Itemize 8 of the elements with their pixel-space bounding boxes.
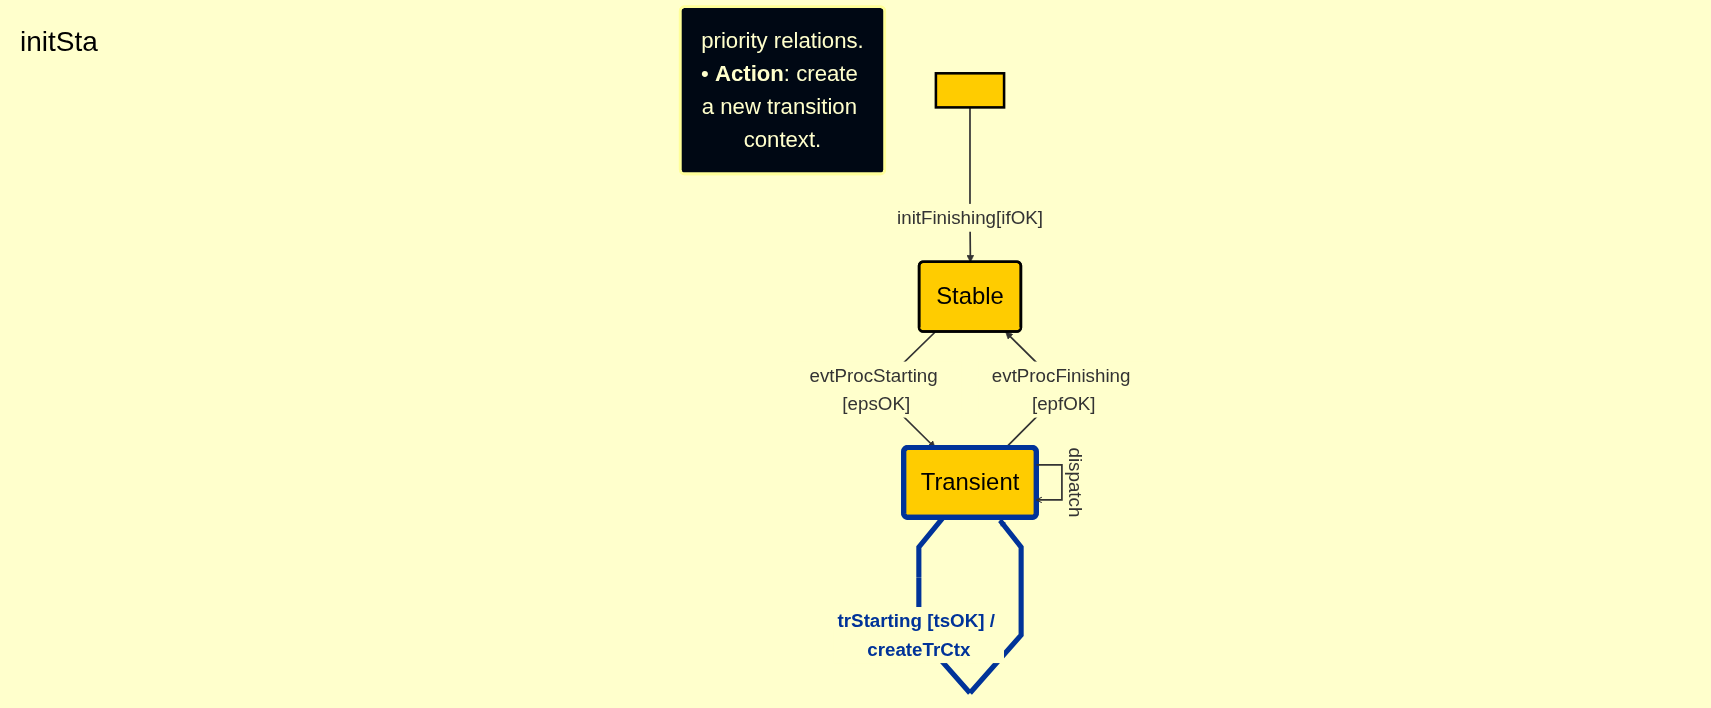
edge-label: dispatch [1064,447,1086,518]
edge-label: initFinishing[ifOK] [896,207,1043,229]
self-loop-arrow [1035,464,1063,504]
node-box [934,72,1006,109]
edge-label: evtProcFinishing [epfOK] [991,364,1131,415]
edge-label: evtProcStarting [epsOK] [809,364,938,415]
state-label: initSta [20,26,98,58]
edge-label: trStarting [tsOK] / createTrCtx [837,610,995,660]
